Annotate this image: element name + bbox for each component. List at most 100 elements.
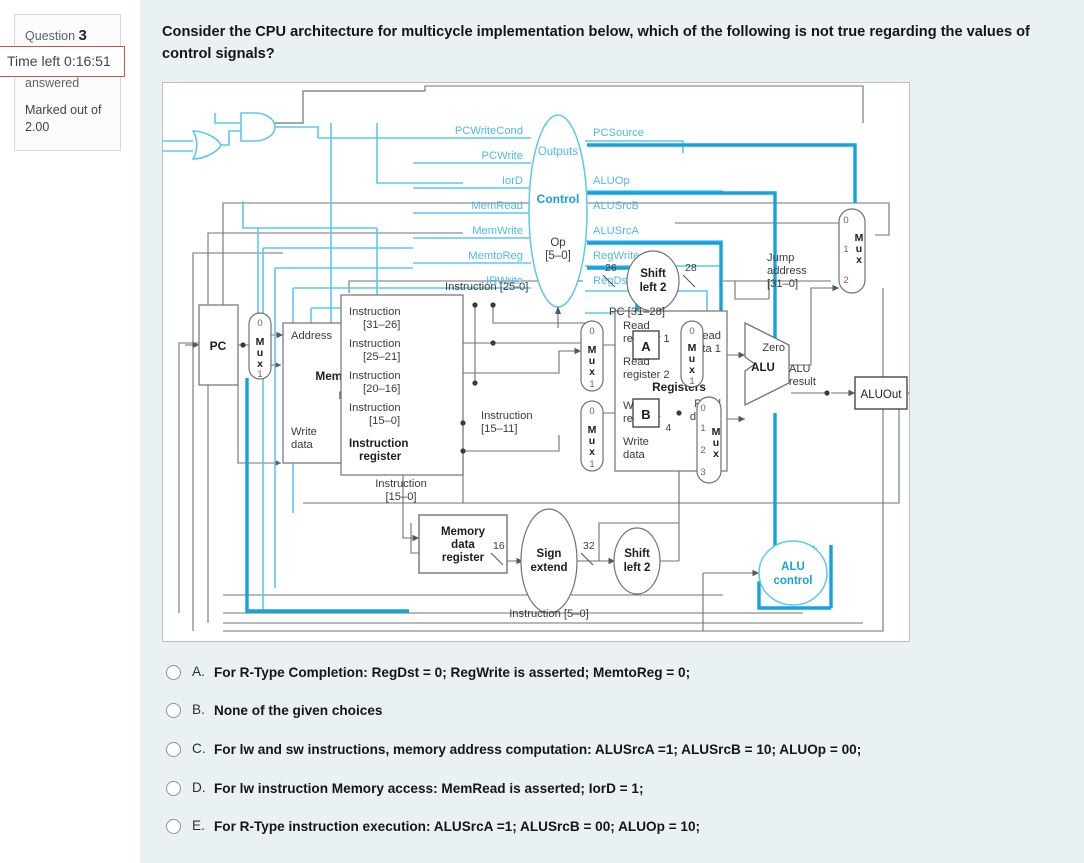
answer-option-e[interactable]: E. For R-Type instruction execution: ALU… — [166, 818, 1058, 836]
control-input-labels: PCWriteCond PCWrite IorD MemRead MemWrit… — [455, 125, 523, 287]
label-instruction-15-11-l2: [15–11] — [481, 423, 518, 435]
control-output-labels: PCSource ALUOp ALUSrcB ALUSrcA RegWrite … — [593, 127, 644, 287]
control-bus-lines — [245, 143, 857, 613]
ir-field-20-16-l2: [20–16] — [363, 383, 400, 395]
mux-alusrca: 0 M u x 1 — [680, 320, 704, 388]
jump-address-labels: Jump address [31–0] — [767, 252, 807, 290]
radio-option-c[interactable] — [166, 742, 181, 758]
label-instruction-5-0: Instruction [5–0] — [509, 608, 589, 620]
question-info-box: Question 3 Not yet answered Marked out o… — [14, 14, 121, 151]
label-instruction-15-11-l1: Instruction — [481, 410, 533, 422]
mux-port-1: 1 — [257, 369, 262, 380]
and-gate — [240, 111, 276, 142]
mux-regdst-0: 0 — [589, 326, 594, 337]
control-title: Control — [537, 192, 580, 206]
memory-writedata-line1: Write — [291, 426, 317, 438]
mux-alusrca-0: 0 — [689, 326, 694, 337]
mdr-l2: data — [451, 539, 475, 551]
answer-option-a[interactable]: A. For R-Type Completion: RegDst = 0; Re… — [166, 664, 1058, 682]
label-irwrite: IRWrite — [486, 275, 523, 287]
control-oval — [528, 114, 588, 308]
svg-text:x: x — [689, 364, 695, 376]
shift-left-2-upper-l1: Shift — [640, 268, 666, 280]
mux-alusrcb-2: 2 — [700, 445, 705, 456]
mux-iord: 0 M u x 1 — [248, 312, 272, 380]
ir-field-20-16-l1: Instruction — [349, 370, 401, 382]
svg-text:x: x — [589, 446, 595, 458]
aluout-label: ALUOut — [861, 389, 903, 401]
shift-left-2-upper: Shift left 2 26 28 PC [31–28] — [602, 250, 697, 318]
ir-field-25-21-l2: [25–21] — [363, 351, 400, 363]
svg-text:M: M — [688, 342, 697, 354]
memory-data-register-block: Memory data register — [418, 514, 508, 574]
bits-32-label: 32 — [583, 540, 595, 552]
mux-pcsource-1: 1 — [843, 244, 848, 255]
alu-result-l1: ALU — [789, 363, 810, 375]
ir-field-25-21-l1: Instruction — [349, 338, 401, 350]
ir-title-l1: Instruction — [349, 438, 408, 450]
alu-control-l2: control — [774, 575, 813, 587]
question-info-column: Question 3 Not yet answered Marked out o… — [0, 0, 140, 863]
mdr-l3: register — [442, 552, 485, 564]
svg-text:M: M — [588, 424, 597, 436]
radio-option-a[interactable] — [166, 664, 181, 680]
mux-alusrcb-1: 1 — [700, 423, 705, 434]
answer-option-c[interactable]: C. For lw and sw instructions, memory ad… — [166, 741, 1058, 759]
answer-option-d[interactable]: D. For lw instruction Memory access: Mem… — [166, 780, 1058, 798]
label-aluop: ALUOp — [593, 175, 630, 187]
mux-alusrcb-3: 3 — [700, 467, 705, 478]
label-memtoreg: MemtoReg — [468, 250, 523, 262]
label-regwrite: RegWrite — [593, 250, 639, 262]
mux-memtoreg: 0 M u x 1 — [580, 400, 604, 472]
pc-register: PC — [198, 304, 246, 386]
ir-title-l2: register — [359, 451, 402, 463]
radio-option-d[interactable] — [166, 780, 181, 796]
register-a-label: A — [641, 339, 651, 354]
svg-text:u: u — [713, 437, 719, 449]
label-instruction-15-0-b-l2: [15–0] — [385, 491, 416, 503]
alu-control-unit: ALU control — [758, 540, 828, 606]
memory-writedata-line2: data — [291, 439, 314, 451]
mux-alusrcb-0: 0 — [700, 403, 705, 414]
option-letter-a: A. — [192, 663, 205, 679]
svg-text:x: x — [856, 254, 862, 266]
label-memwrite: MemWrite — [472, 225, 523, 237]
control-op-label: Op — [550, 237, 565, 249]
svg-text:M: M — [712, 426, 721, 438]
write-data-l1: Write — [623, 436, 649, 448]
control-op-range: [5–0] — [545, 250, 571, 262]
alu-control-l1: ALU — [781, 561, 805, 573]
mdr-l1: Memory — [441, 526, 486, 538]
answer-option-b[interactable]: B. None of the given choices — [166, 702, 1058, 720]
sign-extend-l1: Sign — [537, 548, 562, 560]
bits-28-label: 28 — [685, 262, 697, 274]
svg-text:x: x — [713, 448, 719, 460]
register-a: A — [632, 330, 660, 360]
svg-text:u: u — [257, 347, 263, 359]
label-pcwritecond: PCWriteCond — [455, 125, 523, 137]
pcwrite-logic-gates — [163, 90, 425, 160]
bits-16-label: 16 — [493, 540, 505, 552]
or-gate — [191, 129, 222, 160]
mux-regdst: 0 M u x 1 — [580, 320, 604, 392]
svg-text:x: x — [589, 366, 595, 378]
label-pcsource: PCSource — [593, 127, 644, 139]
label-regdst: RegDst — [593, 275, 631, 287]
radio-option-b[interactable] — [166, 703, 181, 719]
radio-option-e[interactable] — [166, 819, 181, 835]
question-content: Consider the CPU architecture for multic… — [140, 0, 1084, 863]
mux-alusrca-1: 1 — [689, 376, 694, 387]
mux-memtoreg-1: 1 — [589, 459, 594, 470]
read-register-2-l2: register 2 — [623, 369, 670, 381]
answer-options-list: A. For R-Type Completion: RegDst = 0; Re… — [166, 664, 1058, 836]
svg-text:u: u — [689, 353, 695, 365]
constant-4-label: 4 — [665, 423, 671, 434]
label-pcwrite: PCWrite — [482, 150, 523, 162]
svg-text:x: x — [257, 358, 263, 370]
mux-port-0: 0 — [257, 318, 262, 329]
alu-block: ALU Zero ALU result — [744, 321, 830, 406]
sign-extend-l2: extend — [530, 562, 567, 574]
shift-left-2-lower-l2: left 2 — [624, 562, 651, 574]
option-letter-c: C. — [192, 741, 206, 757]
